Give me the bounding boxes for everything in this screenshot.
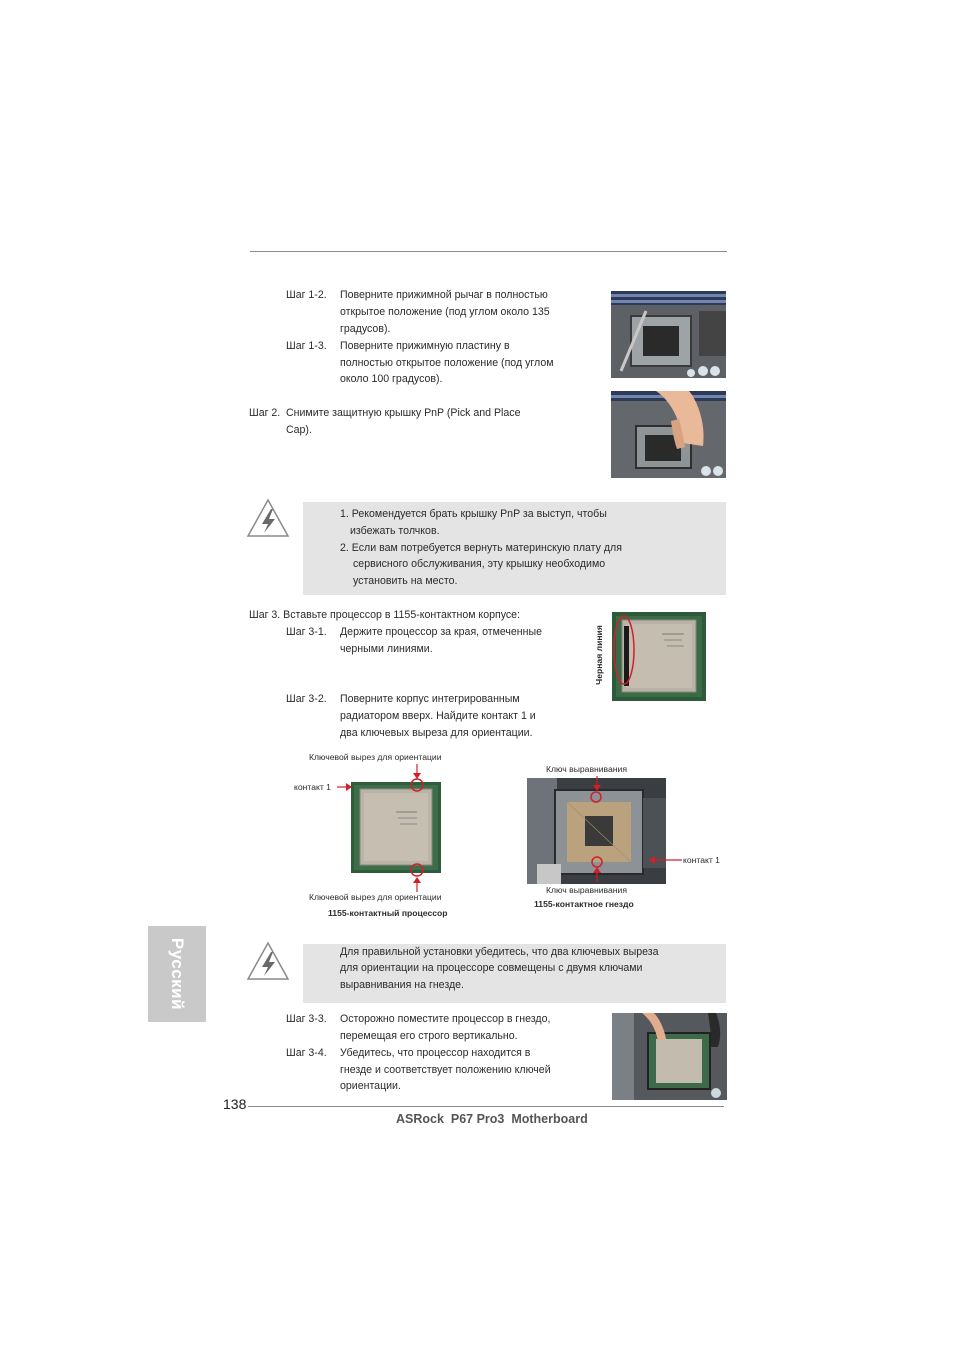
arrow-up-icon — [592, 866, 602, 882]
key-cut-bottom-marker — [409, 862, 425, 878]
align-key-top-marker — [589, 790, 603, 804]
note-1-line: избежать толчков. — [350, 525, 440, 537]
step-3-2-number: Шаг 3-2. — [286, 693, 327, 705]
language-tab: Русский — [148, 926, 206, 1022]
pin1-right-label: контакт 1 — [683, 855, 720, 865]
note-2-line: Для правильной установки убедитесь, что … — [340, 946, 659, 958]
arrow-down-icon — [592, 776, 602, 792]
key-cut-top-label: Ключевой вырез для ориентации — [309, 752, 442, 762]
photo-socket-diagram — [527, 778, 666, 884]
step-1-2-line: открытое положение (под углом около 135 — [340, 306, 550, 318]
step-1-3-line: около 100 градусов). — [340, 373, 443, 385]
note-1-line: 1. Рекомендуется брать крышку PnP за выс… — [340, 508, 607, 520]
step-3-2-line: радиатором вверх. Найдите контакт 1 и — [340, 710, 536, 722]
note-1-line: 2. Если вам потребуется вернуть материнс… — [340, 542, 622, 554]
photo-remove-pnp-cap — [611, 391, 726, 478]
step-3-4-number: Шаг 3-4. — [286, 1047, 327, 1059]
step-1-3-line: Поверните прижимную пластину в — [340, 340, 510, 352]
page-number: 138 — [223, 1096, 247, 1112]
warning-icon — [246, 940, 290, 982]
black-line-marker — [612, 614, 636, 686]
photo-cpu-diagram — [351, 782, 441, 873]
align-key-top-label: Ключ выравнивания — [546, 764, 628, 774]
note-1-box — [303, 502, 726, 595]
step-3-4-line: Убедитесь, что процессор находится в — [340, 1047, 531, 1059]
step-2-number: Шаг 2. — [249, 407, 281, 419]
step-1-3-line: полностью открытое положение (под углом — [340, 357, 554, 369]
footer-rule — [248, 1106, 724, 1107]
note-2-box — [303, 944, 726, 1003]
black-line-label: Черная линия — [594, 625, 604, 685]
arrow-left-icon — [648, 855, 682, 865]
step-3-heading: Шаг 3. Вставьте процессор в 1155-контакт… — [249, 609, 521, 621]
step-3-2-line: Поверните корпус интегрированным — [340, 693, 520, 705]
note-1-line: сервисного обслуживания, эту крышку необ… — [353, 558, 606, 570]
arrow-up-icon — [412, 876, 422, 892]
pin1-left-label: контакт 1 — [294, 782, 331, 792]
arrow-down-icon — [412, 764, 422, 780]
step-3-3-line: перемещая его строго вертикально. — [340, 1030, 518, 1042]
step-3-4-line: ориентации. — [340, 1080, 401, 1092]
step-1-3-number: Шаг 1-3. — [286, 340, 327, 352]
step-3-3-number: Шаг 3-3. — [286, 1013, 327, 1025]
note-2-line: выравнивания на гнезде. — [340, 979, 464, 991]
key-cut-bottom-label: Ключевой вырез для ориентации — [309, 892, 442, 902]
step-3-1-line: Держите процессор за края, отмеченные — [340, 626, 543, 638]
step-2-line: Cap). — [286, 424, 312, 436]
step-3-3-line: Осторожно поместите процессор в гнездо, — [340, 1013, 551, 1025]
step-1-2-line: Поверните прижимной рычаг в полностью — [340, 289, 548, 301]
cpu-caption: 1155-контактный процессор — [328, 908, 448, 918]
header-rule — [250, 251, 727, 252]
step-3-1-line: черными линиями. — [340, 643, 433, 655]
step-3-4-line: гнезде и соответствует положению ключей — [340, 1064, 551, 1076]
align-key-bottom-label: Ключ выравнивания — [546, 885, 628, 895]
step-3-1-number: Шаг 3-1. — [286, 626, 327, 638]
step-1-2-number: Шаг 1-2. — [286, 289, 327, 301]
step-3-2-line: два ключевых выреза для ориентации. — [340, 727, 533, 739]
warning-icon — [246, 497, 290, 539]
note-2-line: для ориентации на процессоре совмещены с… — [340, 962, 643, 974]
arrow-right-icon — [337, 782, 353, 792]
step-1-2-line: градусов). — [340, 323, 391, 335]
socket-caption: 1155-контактное гнездо — [534, 899, 634, 909]
photo-open-lever — [611, 291, 726, 378]
step-2-line: Снимите защитную крышку PnP (Pick and Pl… — [286, 407, 521, 419]
photo-place-cpu — [612, 1013, 727, 1100]
key-cut-top-marker — [409, 777, 425, 793]
note-1-line: установить на место. — [353, 575, 458, 587]
footer-product: ASRock P67 Pro3 Motherboard — [396, 1112, 588, 1126]
photo-cpu-black-line — [612, 612, 706, 701]
